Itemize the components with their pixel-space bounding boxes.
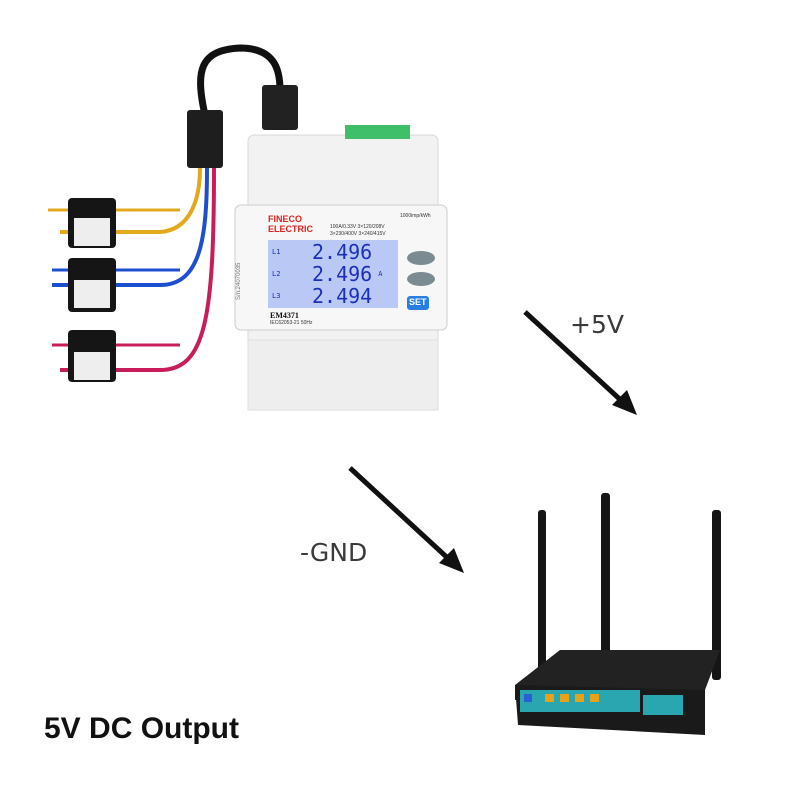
ratings-line-1: 100A/0.33V 3×120/208V — [330, 224, 385, 230]
phase-value: 2.496 — [312, 262, 373, 286]
phase-label: L3 — [272, 292, 281, 300]
antenna — [712, 510, 721, 680]
phase-label: L2 — [272, 270, 281, 278]
brand-logo: FINECO ELECTRIC — [268, 214, 313, 234]
ct-clamp-l2 — [68, 258, 116, 312]
up-button — [407, 251, 435, 265]
pulse-rate: 1000imp/kWh — [400, 213, 431, 219]
arrow-ground — [348, 466, 464, 573]
serial-number: S/n:24070035 — [236, 262, 242, 300]
data-cable — [197, 44, 284, 116]
unit-label: A — [378, 270, 383, 278]
antenna — [538, 510, 546, 680]
model-label: EM4371 — [270, 311, 299, 320]
energy-meter — [234, 125, 448, 411]
cable-connector — [187, 110, 223, 168]
antenna — [601, 493, 610, 683]
phase-label: L1 — [272, 248, 281, 256]
page-title: 5V DC Output — [44, 712, 239, 745]
phase-value: 2.496 — [312, 240, 373, 264]
wire-blue — [52, 167, 209, 287]
set-label: SET — [409, 297, 427, 307]
ct-clamp-l3 — [68, 330, 116, 382]
standard-label: IEC62053-21 50Hz — [270, 320, 313, 326]
wire-red — [60, 167, 216, 372]
wire-yellow — [60, 167, 202, 234]
router — [515, 493, 721, 735]
lcd-display — [268, 240, 398, 308]
ct-clamp-l1 — [68, 198, 116, 248]
ratings-line-2: 3×230/400V 3×240/415V — [330, 231, 386, 237]
rj45-plug — [262, 85, 298, 130]
set-button — [407, 296, 429, 310]
ground-label: -GND — [300, 538, 368, 567]
down-button — [407, 272, 435, 286]
phase-value: 2.494 — [312, 284, 373, 308]
positive-label: +5V — [570, 310, 624, 339]
arrow-positive — [523, 310, 637, 415]
